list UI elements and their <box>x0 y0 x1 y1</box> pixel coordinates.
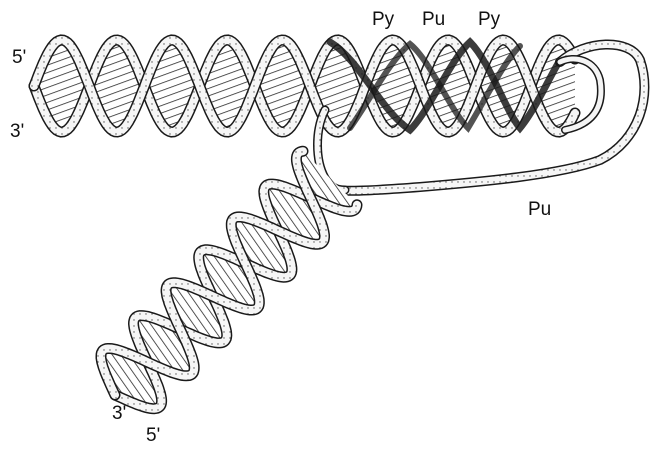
diagonal-double-helix <box>101 151 357 409</box>
loop-purine-label: Pu <box>528 200 551 219</box>
purine-label: Pu <box>422 10 445 29</box>
bottom-3-prime-label: 3' <box>112 404 126 423</box>
bottom-5-prime-label: 5' <box>146 426 160 445</box>
pyrimidine-label-1: Py <box>372 10 394 29</box>
top-5-prime-label: 5' <box>12 48 26 67</box>
helix-base-pairs <box>101 151 357 409</box>
pyrimidine-label-2: Py <box>478 10 500 29</box>
top-3-prime-label: 3' <box>10 122 24 141</box>
